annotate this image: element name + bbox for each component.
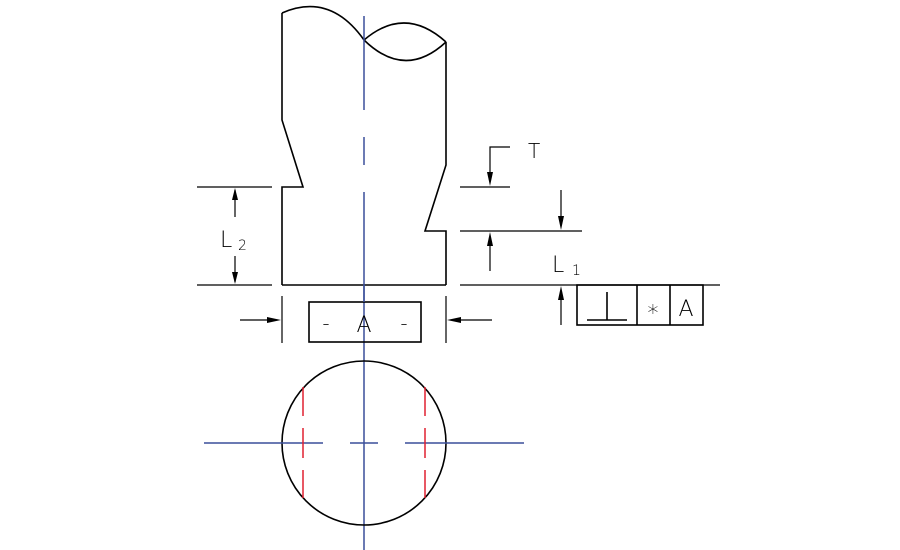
left-profile [281,13,305,285]
right-profile [423,42,447,285]
dimension-T: T [460,139,540,188]
break-line-right-lobe-top [363,22,447,43]
break-line-left-lobe [281,5,365,41]
datum-dash-left: - [322,311,329,335]
label-L1-sub: 1 [572,263,581,279]
perpendicularity-icon [587,292,627,321]
feature-control-frame: ∗ A [576,284,704,326]
label-L2-sub: 2 [238,238,247,254]
datum-letter: A [356,313,371,338]
datum-dash-right: - [400,311,407,335]
dimension-L2: L 2 [197,186,272,286]
label-L1-main: L [552,253,564,278]
tolerance-value: ∗ [646,297,660,322]
top-view [204,360,524,526]
label-L2-main: L [220,228,232,253]
datum-feature-A: - A - [240,285,492,343]
break-line-right-lobe-bottom [363,39,447,62]
datum-reference: A [678,297,693,322]
label-T: T [528,139,540,163]
